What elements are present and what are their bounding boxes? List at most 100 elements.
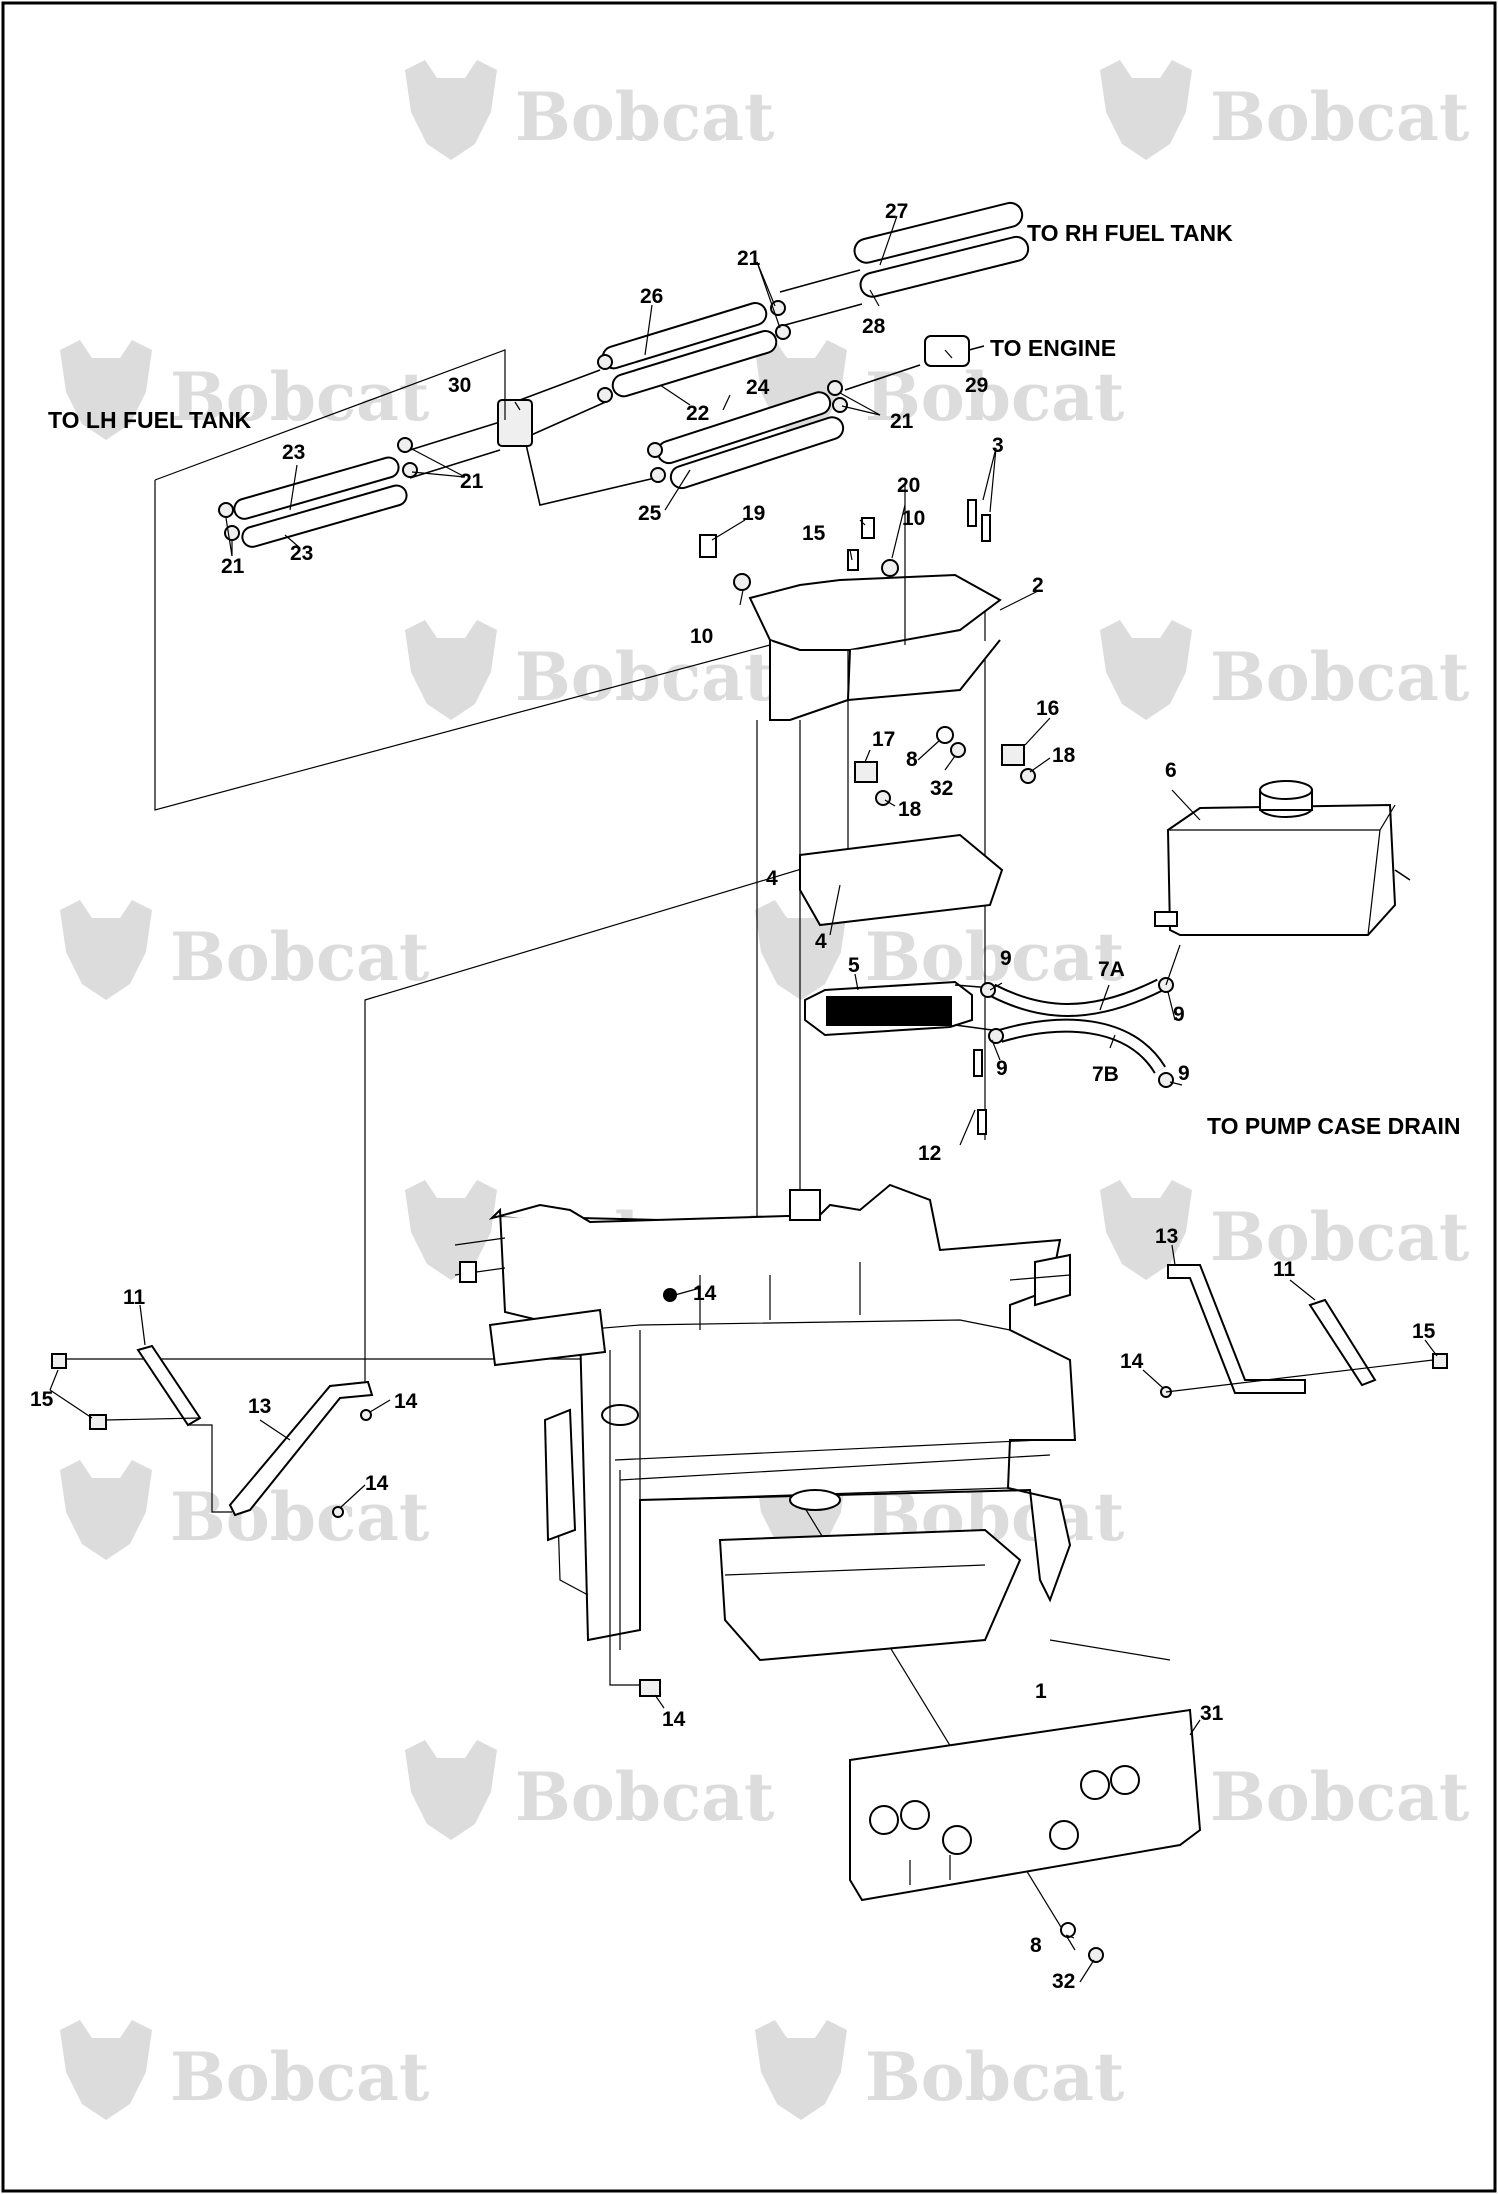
watermark-word: Bobcat [865,2038,1125,2116]
callout-22: 22 [686,402,709,425]
bracket-13-right [1167,1264,1306,1394]
callout-24: 24 [746,376,770,399]
cooler-hoses [980,944,1181,1088]
clamp-8 [936,726,954,744]
watermark-word: Bobcat [170,2038,430,2116]
callout-27: 27 [885,200,908,223]
fuel-hose-25 [669,416,845,490]
watermark-word: Bobcat [515,1758,775,1836]
bracket-13-left [228,1380,374,1517]
bracket-11-right [1308,1298,1377,1387]
callout-4: 4 [815,930,827,953]
callout-15: 15 [1412,1320,1436,1343]
clip-17 [854,761,878,783]
label-to-rh-fuel-tank: TO RH FUEL TANK [1027,220,1233,246]
bolt-15 [847,549,859,571]
watermark-word: Bobcat [1210,1758,1470,1836]
watermark-word: Bobcat [1210,638,1470,716]
nut-32 [1088,1947,1104,1963]
callout-14: 14 [394,1390,418,1413]
callout-30: 30 [448,374,471,397]
bobcat-watermark: Bobcat [405,60,775,160]
callout-21: 21 [221,555,245,578]
bobcat-watermark: Bobcat [60,340,430,440]
left-side-brackets [51,1344,661,1697]
hose-clamp-21 [647,442,663,458]
callout-7a: 7A [1098,958,1125,981]
oil-cooler-5 [804,980,993,1135]
callout-1: 1 [1035,1680,1047,1703]
label-to-lh-fuel-tank: TO LH FUEL TANK [48,407,252,433]
bobcat-watermark: Bobcat [1100,60,1470,160]
callout-3: 3 [992,434,1004,457]
hose-clamp-21 [775,324,791,340]
label-to-pump-case-drain: TO PUMP CASE DRAIN [1207,1113,1460,1139]
hose-clamp-21 [650,467,666,483]
washer-10 [881,559,899,577]
fuel-hose-28 [859,235,1030,298]
fitting-9 [1158,1072,1174,1088]
bobcat-watermark: Bobcat [60,1460,430,1560]
callout-26: 26 [640,285,663,308]
callout-10: 10 [690,625,713,648]
callout-9: 9 [996,1057,1008,1080]
watermark-word: Bobcat [1210,78,1470,156]
hose-clamp-21 [397,437,413,453]
leader-lines [49,215,1438,1983]
nut-14 [332,1506,344,1518]
right-side-brackets [1160,1264,1448,1398]
watermark-word: Bobcat [515,638,775,716]
bolt-3 [981,514,991,542]
callout-5: 5 [848,954,860,977]
hose-clamp-21 [597,387,613,403]
bracket-4 [799,833,1004,927]
callout-6: 6 [1165,759,1177,782]
watermark-word: Bobcat [1210,1198,1470,1276]
callout-20: 20 [897,474,920,497]
callout-15: 15 [802,522,826,545]
callout-11: 11 [1273,1258,1296,1281]
upper-hardware [699,499,1036,806]
nut-18 [1020,768,1036,784]
bolt-19 [699,534,717,558]
watermark-layer: Bobcat Bobcat Bobcat Bobcat Bobcat Bobca… [60,60,1470,2120]
callout-21: 21 [460,470,484,493]
part-callouts: 27 28 21 26 24 22 25 29 21 30 23 21 23 2… [30,200,1436,1993]
hose-clamp-21 [402,462,418,478]
bobcat-watermark: Bobcat [1100,620,1470,720]
callout-14: 14 [365,1472,389,1495]
callout-11: 11 [123,1286,146,1309]
fuel-hose-23-upper [233,456,400,520]
callout-8: 8 [1030,1934,1042,1957]
bobcat-watermark: Bobcat [1100,1180,1470,1280]
fuel-hose-27 [853,201,1024,264]
tank-mount-bracket-2 [748,485,1002,721]
callout-19: 19 [742,502,765,525]
hose-clamp-21 [597,354,613,370]
callout-9: 9 [1000,947,1012,970]
nut-18 [875,790,891,806]
callout-18: 18 [898,798,922,821]
watermark-word: Bobcat [170,918,430,996]
fitting-9 [980,982,996,998]
callout-29: 29 [965,374,988,397]
fuel-tee-fitting-30 [497,399,533,447]
nut-14 [639,1679,661,1697]
bolt-20 [861,517,875,539]
bobcat-watermark: Bobcat [60,900,430,1000]
watermark-word: Bobcat [515,78,775,156]
bolt-14 [663,1288,677,1302]
callout-10: 10 [902,507,925,530]
callout-2: 2 [1032,574,1044,597]
callout-9: 9 [1173,1003,1185,1026]
bobcat-watermark: Bobcat [60,2020,430,2120]
bobcat-watermark: Bobcat [755,2020,1125,2120]
callout-21: 21 [890,410,914,433]
bolt-15 [51,1353,67,1369]
label-to-engine: TO ENGINE [990,335,1116,361]
callout-14: 14 [693,1282,717,1305]
bolt-15 [1432,1353,1448,1369]
bracket-11-left [136,1344,202,1427]
